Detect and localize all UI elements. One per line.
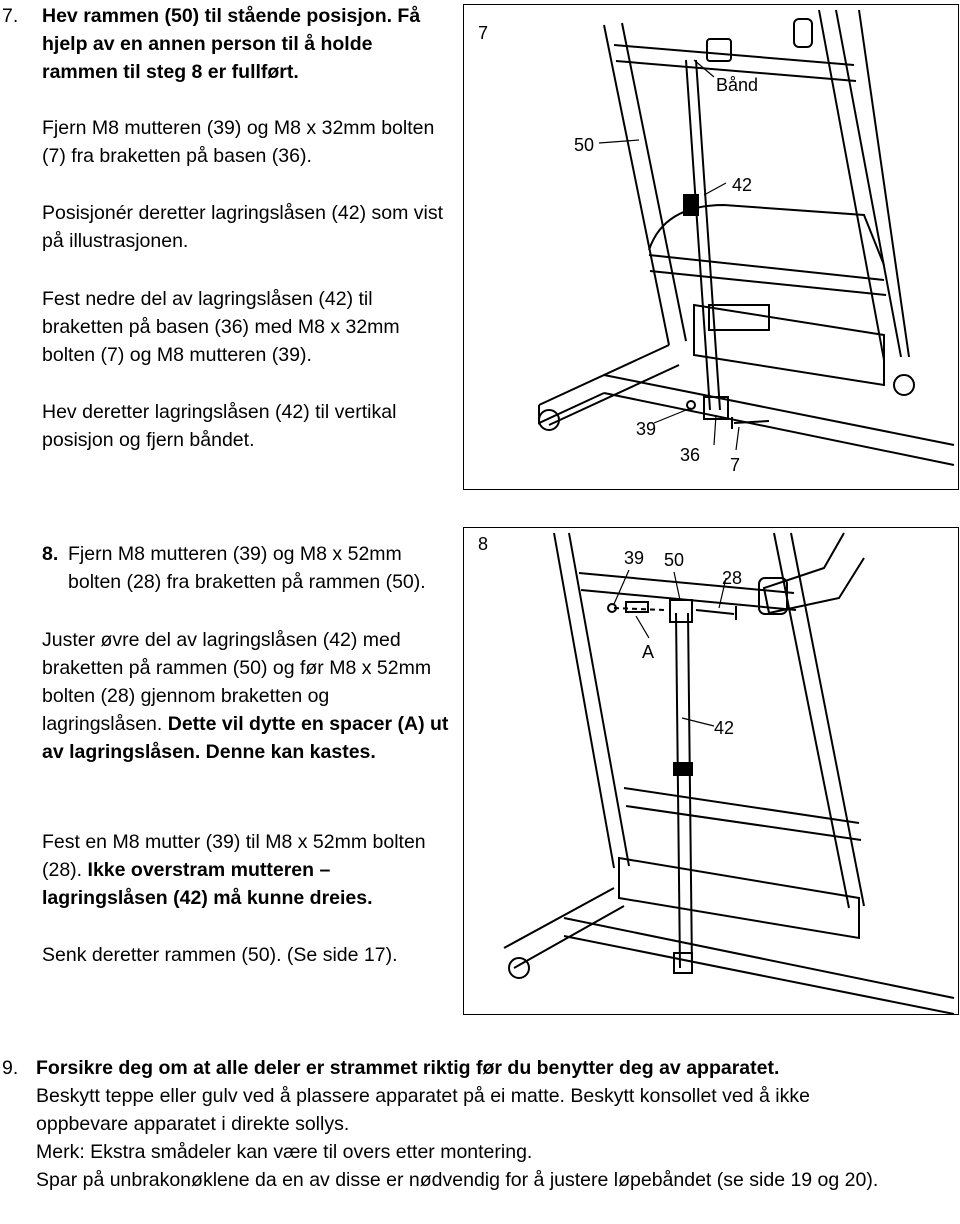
label-bolt-28: 28 [722,568,742,588]
step-8-paragraph-3-normal: Fest en M8 mutter (39) til M8 x 52mm bol… [42,831,426,881]
treadmill-lock-upper-drawing: 8 39 50 28 A 42 [478,532,955,1014]
label-spacer-a: A [642,642,654,662]
step-7-paragraph-3: Fest nedre del av lagringslåsen (42) til… [42,288,400,366]
step-8-illustration: 8 39 50 28 A 42 [463,527,959,1015]
step-7-heading: Hev rammen (50) til stående posisjon. Få… [42,5,421,83]
label-nut-39: 39 [636,419,656,439]
label-lock-42: 42 [732,175,752,195]
step-8-paragraph-2-bold: Dette vil dytte en spacer (A) ut av lagr… [42,713,449,763]
label-frame-50: 50 [574,135,594,155]
step-9-number: 9. [2,1057,19,1079]
label-base-36: 36 [680,445,700,465]
figure-7-number: 7 [478,23,488,43]
step-9-line-1: Beskytt teppe eller gulv ved å plassere … [36,1085,810,1135]
step-7-paragraph-2: Posisjonér deretter lagringslåsen (42) s… [42,202,444,252]
label-bolt-7: 7 [730,455,740,475]
step-9-heading: Forsikre deg om at alle deler er stramme… [36,1057,780,1079]
step-7-number: 7. [2,5,19,27]
label-frame-50: 50 [664,550,684,570]
step-8-paragraph-3: Fest en M8 mutter (39) til M8 x 52mm bol… [42,828,442,912]
figure-8-number: 8 [478,534,488,554]
step-8-paragraph-1: Fjern M8 mutteren (39) og M8 x 52mm bolt… [68,543,426,593]
label-band: Bånd [716,75,758,95]
step-8-paragraph-4: Senk deretter rammen (50). (Se side 17). [42,944,398,966]
label-lock-42: 42 [714,718,734,738]
step-8-number: 8. [42,543,59,565]
step-7-paragraph-4: Hev deretter lagringslåsen (42) til vert… [42,401,397,451]
step-8-paragraph-2: Juster øvre del av lagringslåsen (42) me… [42,626,454,766]
step-9-line-3: Spar på unbrakonøklene da en av disse er… [36,1169,879,1191]
step-7-illustration: 7 Bånd 50 42 39 36 7 [463,4,959,490]
step-7-paragraph-1: Fjern M8 mutteren (39) og M8 x 32mm bolt… [42,117,435,167]
treadmill-lock-lower-drawing: 7 Bånd 50 42 39 36 7 [478,9,955,475]
step-9-line-2: Merk: Ekstra smådeler kan være til overs… [36,1141,533,1163]
label-nut-39: 39 [624,548,644,568]
step-8-paragraph-2-normal: Juster øvre del av lagringslåsen (42) me… [42,629,432,735]
step-8-paragraph-3-bold: Ikke overstram mutteren – lagringslåsen … [42,859,373,909]
